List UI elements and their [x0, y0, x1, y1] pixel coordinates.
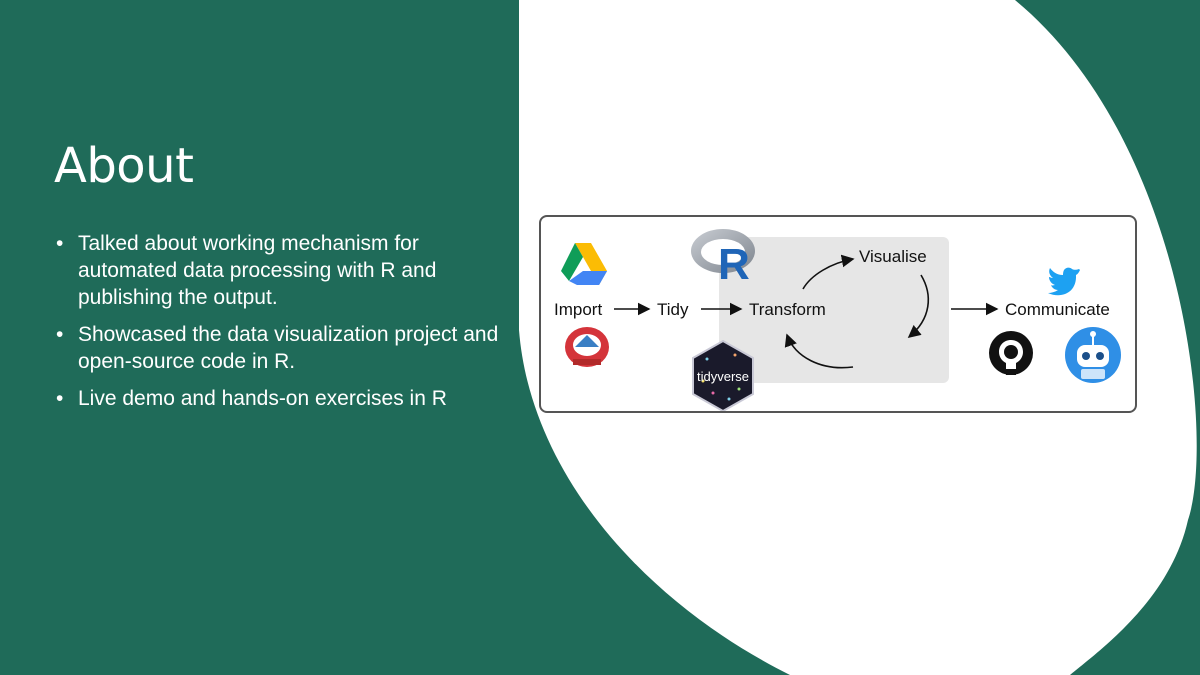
- bullet-dot: •: [56, 323, 64, 346]
- twitter-bird-icon: [1048, 267, 1080, 296]
- google-drive-icon: [561, 243, 607, 285]
- step-import: Import: [554, 300, 602, 319]
- step-visualise: Visualise: [859, 247, 927, 266]
- arrow-visualise-model: [907, 274, 929, 339]
- bullet-text: Showcased the data visualization project…: [78, 323, 499, 373]
- slide-title: About: [54, 138, 194, 194]
- github-icon: [989, 331, 1033, 375]
- r-logo-icon: R: [691, 229, 755, 289]
- bullet-dot: •: [56, 232, 64, 255]
- bullet-item: • Talked about working mechanism for auto…: [56, 230, 506, 311]
- tidyverse-hex-icon: tidyverse: [692, 339, 754, 411]
- bullet-dot: •: [56, 387, 64, 410]
- bullet-text: Live demo and hands-on exercises in R: [78, 387, 447, 410]
- transform-cycle-box: [719, 237, 949, 383]
- arrow-transform-visualise: [802, 254, 855, 290]
- step-tidy: Tidy: [657, 300, 689, 319]
- nepal-emblem-icon: [565, 327, 609, 367]
- arrow-model-transform: [784, 333, 854, 369]
- tidyverse-label: tidyverse: [697, 369, 749, 384]
- r-logo-letter: R: [718, 240, 750, 289]
- bullet-list: • Talked about working mechanism for auto…: [56, 230, 506, 422]
- step-communicate: Communicate: [1005, 300, 1110, 319]
- workflow-diagram: R tidyverse Import Tidy Transform Visual…: [539, 215, 1137, 413]
- bullet-text: Talked about working mechanism for autom…: [78, 232, 437, 309]
- robot-bot-icon: [1065, 327, 1121, 383]
- bullet-item: • Showcased the data visualization projec…: [56, 321, 506, 375]
- step-transform: Transform: [749, 300, 826, 319]
- bullet-item: • Live demo and hands-on exercises in R: [56, 385, 506, 412]
- workflow-diagram-canvas: R tidyverse Import Tidy Transform Visual…: [554, 229, 1121, 411]
